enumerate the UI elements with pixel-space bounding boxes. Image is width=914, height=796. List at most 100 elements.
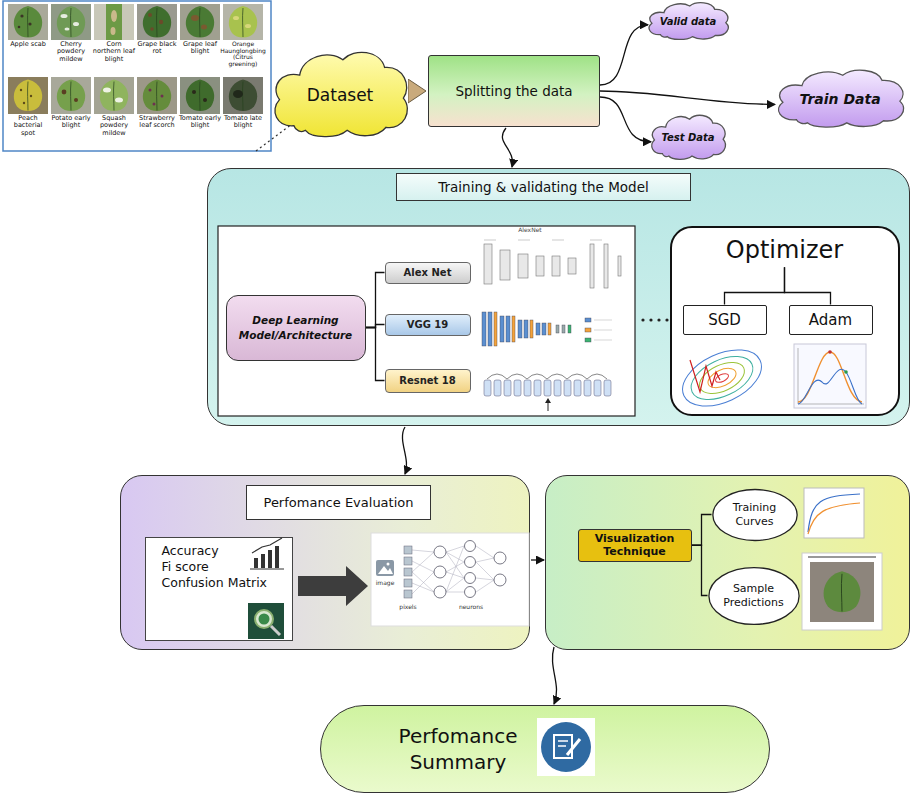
node-label: Train Data: [799, 91, 880, 108]
resnet-figure: [574, 380, 581, 396]
connector: [692, 515, 712, 546]
vgg-figure: [530, 320, 533, 338]
caption-label: Squash powdery mildew: [92, 115, 136, 137]
neural-network-figure: [446, 552, 464, 562]
node-label: Resnet 18: [399, 375, 456, 387]
ellipsis-dots: [641, 318, 644, 321]
leaf-dataset-grid: [111, 10, 117, 22]
adam-curve-plot: [794, 344, 866, 408]
summary-icon: [537, 718, 595, 776]
leaf-dataset-grid: [229, 6, 257, 38]
dotted-leader: [256, 124, 292, 151]
caption-label: Orange Haunglongbing (Citrus greening): [219, 41, 267, 68]
neural-network-figure: [404, 546, 412, 554]
caption-label: Tomato late blight: [221, 115, 265, 130]
neural-network-figure: [465, 573, 476, 584]
leaf-dataset-grid: [223, 4, 263, 40]
neural-network-figure: [412, 546, 494, 594]
leaf-dataset-grid: [103, 88, 111, 93]
leaf-dataset-grid: [245, 24, 251, 28]
dataset-cloud: Dataset: [268, 46, 412, 138]
neural-network-figure: [476, 562, 494, 580]
connector: [402, 427, 406, 474]
leaf-dataset-grid: [143, 6, 171, 38]
neural-network-figure: [446, 546, 464, 592]
bar-chart-icon: [250, 538, 284, 569]
data-cloud: Test Data: [648, 112, 728, 160]
alexnet-figure: [484, 240, 621, 288]
vgg-figure: [488, 312, 492, 346]
neural-network-figure: [476, 578, 494, 580]
leaf-dataset-grid: [153, 103, 156, 106]
node-label: SGD: [708, 311, 741, 329]
neural-network-figure: [465, 557, 476, 568]
alexnet-figure: [552, 240, 564, 241]
leaf-dataset-grid: [100, 80, 128, 112]
adam-curve-plot: [798, 369, 862, 404]
neural-network-figure: [387, 563, 390, 566]
vgg-figure: [542, 323, 546, 335]
leaf-dataset-grid: [150, 27, 154, 31]
alexnet-figure: [590, 244, 594, 288]
neural-network-figure: [494, 552, 506, 564]
neural-network-figure: [476, 558, 494, 562]
leaf-dataset-grid: [148, 13, 152, 17]
neural-network-figure: [412, 550, 434, 552]
training-curve-plot: [808, 494, 860, 532]
ellipse-outline: [712, 489, 796, 540]
adam-curve-plot: [844, 370, 848, 374]
bar-chart-icon: [268, 550, 272, 568]
magnifier-icon: [248, 603, 284, 639]
sample-prediction-image: [808, 556, 876, 558]
leaf-dataset-grid: [65, 27, 70, 30]
vgg-figure: [512, 316, 515, 342]
leaf-dataset-grid: [3, 1, 271, 151]
neural-network-figure: [434, 586, 446, 598]
neural-network-figure: [371, 533, 529, 626]
node-label: Dataset: [307, 85, 374, 105]
caption-label: Apple scab: [6, 41, 50, 48]
bar-chart-icon: [275, 546, 279, 568]
neural-network-figure: [404, 590, 412, 598]
resnet-figure: [544, 380, 551, 396]
magnifier-icon: [271, 626, 280, 635]
process-box: Splitting the data: [428, 55, 600, 127]
leaf-dataset-grid: [61, 14, 68, 18]
neural-network-figure: [412, 572, 434, 592]
leaf-dataset-grid: [149, 89, 152, 92]
vgg-figure: [556, 325, 559, 333]
neural-network-figure: [412, 583, 434, 592]
resnet-figure: [484, 374, 611, 411]
panel-title: Optimizer: [726, 236, 843, 265]
sgd-contour-plot: [674, 338, 770, 417]
vgg-figure: [548, 323, 551, 335]
training-curve-plot: [808, 503, 860, 534]
metric-name: Fi score: [162, 559, 209, 575]
bar-chart-icon: [252, 538, 282, 553]
summary-box: Perfomance Summary: [320, 705, 770, 793]
sample-prediction-image: [824, 571, 861, 612]
leaf-dataset-grid: [233, 90, 243, 98]
summary-icon: [558, 745, 566, 747]
leaf-dataset-grid: [180, 77, 220, 114]
connector: [552, 647, 556, 704]
leaf-dataset-grid: [191, 15, 199, 21]
leaf-dataset-grid: [201, 25, 207, 30]
resnet-figure: [604, 380, 611, 396]
vgg-figure: [594, 340, 612, 341]
vgg-figure: [482, 312, 486, 346]
neural-network-figure: [404, 568, 412, 576]
visual-ellipse: Sample Predictions: [708, 567, 800, 625]
connector: [531, 559, 544, 560]
architecture-frame: [218, 226, 635, 416]
alexnet-figure: [484, 244, 492, 284]
architecture-frame: [218, 226, 635, 416]
caption-label: Strawberry leaf scorch: [135, 115, 179, 130]
leaf-dataset-grid: [51, 4, 91, 40]
caption-label: Corn northern leaf blight: [92, 41, 136, 63]
leaf-dataset-grid: [137, 77, 177, 114]
leaf-dataset-grid: [203, 98, 207, 102]
connector: [366, 273, 385, 328]
vgg-figure: [562, 325, 565, 333]
